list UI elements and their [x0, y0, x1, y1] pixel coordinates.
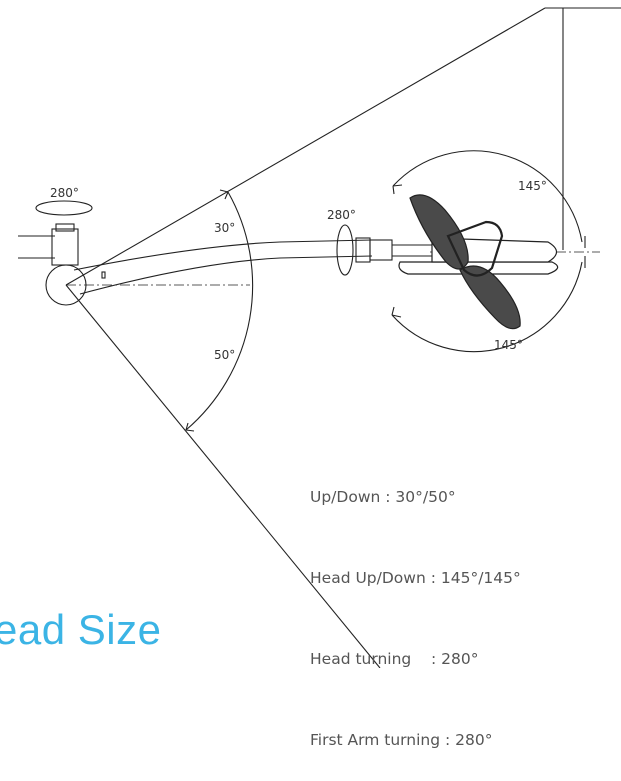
head-turn-ellipse	[336, 224, 354, 276]
up-down-arc	[185, 191, 254, 431]
arm-upper-edge	[73, 239, 373, 271]
arc-arrow-up	[219, 189, 229, 200]
arm-joint-2	[369, 239, 393, 261]
head-rotation-arc	[391, 150, 583, 353]
spec-up-down: Up/Down : 30°/50°	[310, 488, 456, 506]
arc-arrow-down	[185, 422, 195, 432]
mount-collar	[51, 228, 79, 266]
first-arm-turn-ellipse	[35, 200, 93, 216]
spec-head-turning: Head turning : 280°	[310, 650, 479, 668]
mount-cap	[55, 223, 75, 232]
spec-first-arm-turning: First Arm turning : 280°	[310, 731, 493, 749]
arm-lower-edge	[79, 255, 373, 295]
head-arrow-top	[392, 184, 403, 195]
arm-pivot	[45, 264, 87, 306]
arm-joint	[355, 237, 371, 263]
upper-limit-line	[65, 7, 546, 286]
section-title: ead Size	[0, 606, 162, 653]
lower-limit-line	[65, 284, 381, 668]
spec-head-up-down: Head Up/Down : 145°/145°	[310, 569, 521, 587]
lamp-head-rotated-top	[409, 194, 469, 270]
head-turn-label: 280°	[327, 208, 356, 222]
head-arrow-bottom	[391, 306, 402, 318]
lamp-head-rotated-bottom	[459, 265, 521, 330]
head-down-label: 145°	[494, 338, 523, 352]
spec-list: Up/Down : 30°/50° Head Up/Down : 145°/14…	[310, 430, 521, 781]
arm-slot	[101, 271, 106, 279]
first-arm-turn-label: 280°	[50, 186, 79, 200]
rotation-diagram: 280° 280° 30° 50° 145° 145°	[18, 7, 621, 668]
arm-up-label: 30°	[214, 221, 235, 235]
arm-down-label: 50°	[214, 348, 235, 362]
lamp-head-handle	[446, 220, 504, 277]
head-up-label: 145°	[518, 179, 547, 193]
